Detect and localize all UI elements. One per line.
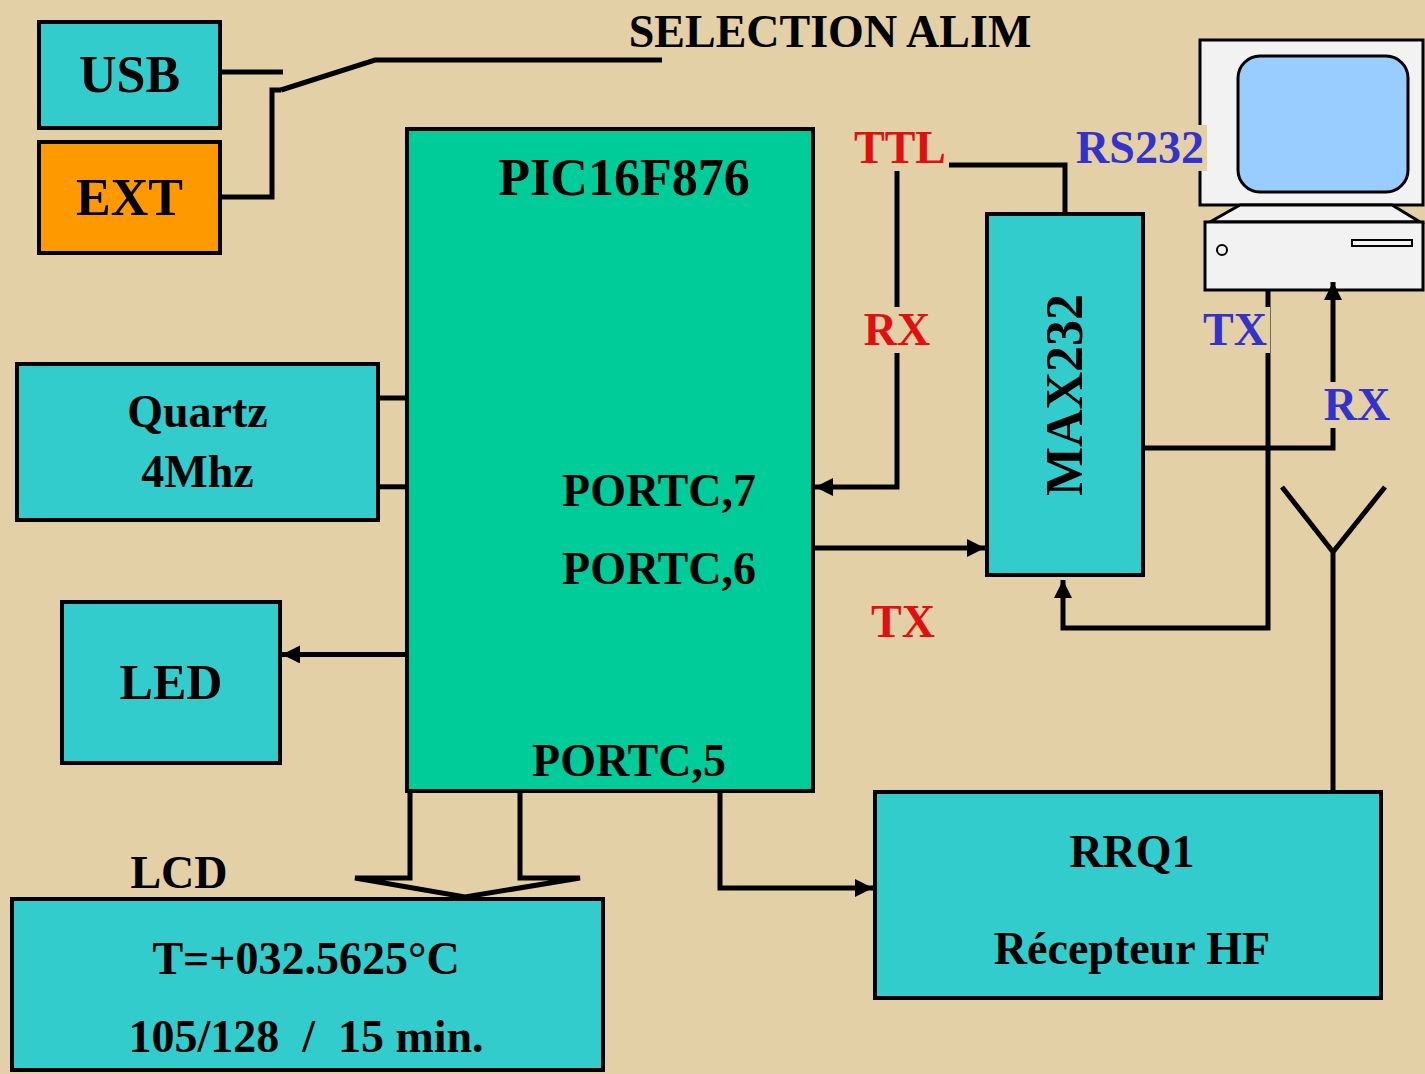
signal-name: TX: [868, 599, 938, 645]
usb-wire: [222, 70, 283, 75]
signal-name: TX: [1200, 307, 1270, 353]
antenna-symbol: [1282, 487, 1385, 790]
power-source-box: USB: [37, 20, 222, 130]
rs232-rx-wire: [1145, 282, 1333, 448]
switch-lever: [281, 60, 662, 90]
box-title: MAX232: [1039, 293, 1091, 495]
computer-case: [1205, 222, 1423, 290]
drive-slot: [1352, 240, 1412, 246]
box-text: Récepteur HF: [994, 926, 1270, 972]
ext-wire: [222, 90, 281, 197]
monitor-stand: [1210, 205, 1420, 222]
power-button: [1217, 245, 1227, 255]
signal-wire: [282, 652, 405, 657]
box-title: Quartz 4Mhz: [93, 382, 303, 502]
receiver-box: RRQ1Récepteur HF: [873, 790, 1383, 1000]
crystal-box: Quartz 4Mhz: [15, 362, 380, 522]
signal-wire: [380, 396, 405, 401]
signal-name: RX: [861, 307, 933, 353]
signal-wire: [380, 484, 405, 489]
microcontroller-box: PIC16F876PORTC,7PORTC,6PORTC,5: [405, 127, 815, 793]
led-box: LED: [60, 600, 282, 765]
box-text: 105/128 / 15 min.: [128, 1014, 483, 1060]
power-source-box: EXT: [37, 140, 222, 255]
box-title: LCD: [130, 850, 227, 896]
signal-wire: [815, 546, 985, 551]
box-title: USB: [79, 41, 180, 109]
signal-name: RX: [1321, 382, 1393, 428]
monitor-screen: [1238, 56, 1408, 192]
section-title: SELECTION ALIM: [626, 9, 1035, 55]
signal-wire: [720, 793, 873, 888]
bus-arrow: [355, 793, 580, 897]
box-text: PORTC,5: [532, 738, 726, 784]
box-text: T=+032.5625°C: [152, 936, 459, 982]
signal-level: RS232: [1073, 125, 1207, 171]
box-text: PORTC,6: [562, 546, 756, 592]
driver-chip-box: MAX232: [985, 212, 1145, 577]
box-title: LED: [120, 650, 223, 715]
signal-level: TTL: [851, 125, 949, 171]
box-title: RRQ1: [1069, 829, 1194, 875]
lcd-display-box: LCDT=+032.5625°C105/128 / 15 min.: [10, 897, 605, 1072]
box-title: EXT: [76, 164, 183, 232]
monitor-housing: [1200, 40, 1423, 205]
box-title: PIC16F876: [498, 152, 749, 204]
box-text: PORTC,7: [562, 468, 756, 514]
